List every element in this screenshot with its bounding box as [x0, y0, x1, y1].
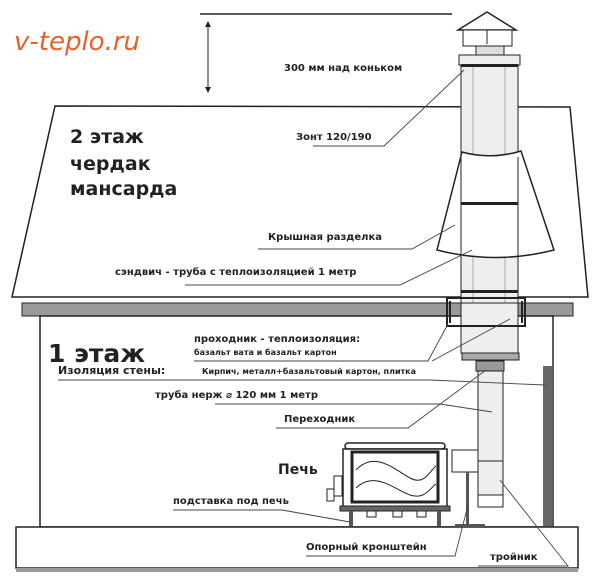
site-logo: v-teplo.ru	[14, 27, 140, 57]
steel-pipe	[477, 370, 504, 462]
pipe-collar	[461, 352, 520, 361]
label-floor2: 2 этаж	[70, 126, 144, 148]
label-floor1: 1 этаж	[48, 339, 145, 368]
label-adapter: Переходник	[284, 414, 355, 425]
label-stove: Печь	[278, 462, 318, 478]
label-steel-pipe: труба нерж ⌀ 120 мм 1 метр	[155, 389, 318, 401]
label-sandwich-pipe-visible: сэндвич - труба с теплоизоляцией 1 метр	[115, 266, 356, 278]
label-support-bracket: Опорный кронштейн	[306, 542, 427, 553]
label-passthrough: проходник - теплоизоляция:	[194, 334, 360, 345]
ceiling-passthrough	[446, 297, 526, 327]
label-attic: чердак	[70, 153, 151, 175]
stove	[326, 442, 485, 527]
chimney	[436, 11, 555, 508]
label-umbrella: Зонт 120/190	[296, 132, 372, 143]
support-bracket-post	[466, 472, 469, 526]
floor-shadow	[16, 568, 578, 572]
label-wall-insulation: Изоляция стены:	[58, 364, 165, 377]
label-passthrough-detail: базальт вата и базальт картон	[194, 347, 337, 357]
label-mansard: мансарда	[70, 178, 177, 200]
wall-insulation	[543, 366, 552, 526]
floor-slab	[15, 526, 579, 569]
label-above-ridge: 300 мм над коньком	[284, 63, 402, 74]
adapter-part	[475, 360, 505, 372]
label-wall-insulation-detail: Кирпич, металл+базальтовый картон, плитк…	[202, 366, 416, 376]
label-roof-flashing: Крышная разделка	[268, 232, 382, 243]
label-stove-stand: подставка под печь	[173, 496, 289, 507]
chimney-cap	[455, 11, 519, 31]
label-tee: тройник	[490, 552, 538, 563]
